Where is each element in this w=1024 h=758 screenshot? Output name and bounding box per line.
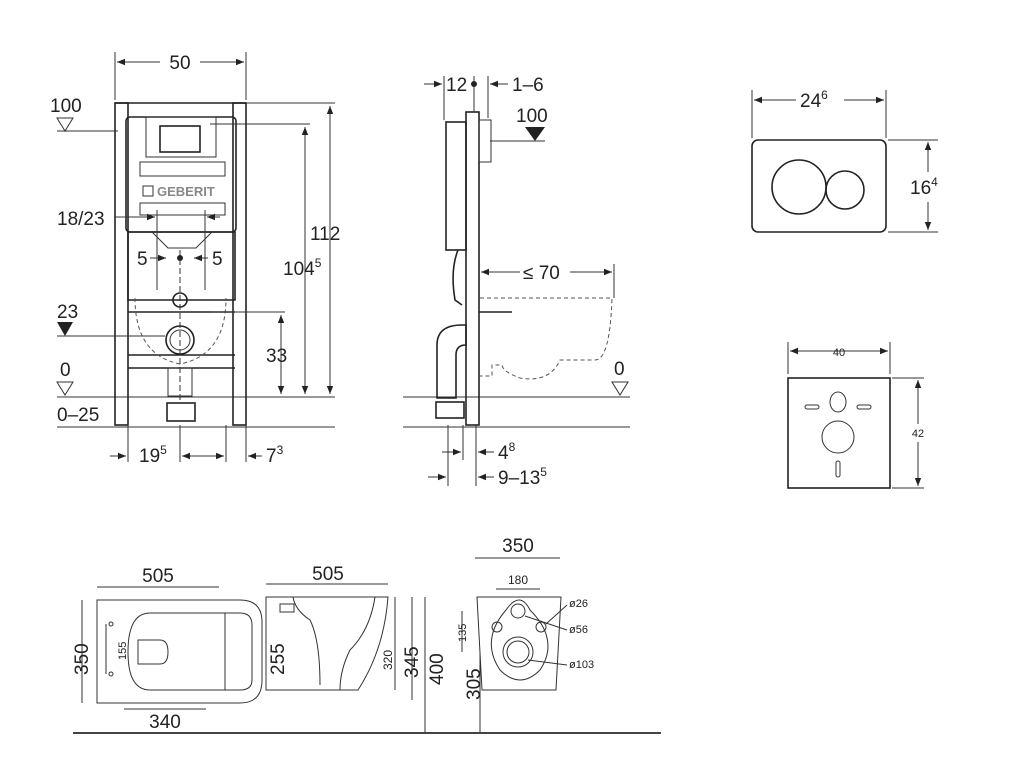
floor-level-label: 0	[614, 359, 625, 380]
fixing-spacing-dimension: 180	[508, 573, 528, 587]
floor-level-label: 0	[60, 360, 71, 381]
geberit-logo: GEBERIT	[157, 184, 215, 199]
plate-width-dimension: 246	[800, 88, 828, 112]
fixing-vertical-dimension: 135	[457, 624, 469, 642]
bowl-length-dimension: 505	[142, 566, 174, 587]
level-marker-icon	[56, 117, 74, 132]
bowl-outline	[480, 297, 613, 380]
bowl-side-view: 505 320 345 400	[265, 564, 448, 733]
pad-height-dimension: 42	[912, 428, 924, 440]
drain-height-dimension: 33	[266, 346, 287, 367]
flush-button-large	[771, 159, 827, 215]
bowl-width-dimension: 350	[72, 643, 93, 675]
bowl-side-length-dimension: 505	[312, 564, 344, 585]
rear-width-dimension: 350	[502, 536, 534, 557]
level-marker-icon	[56, 381, 74, 396]
geberit-logo-mark	[142, 185, 154, 197]
width-dimension: 50	[169, 53, 190, 74]
outlet-diameter-label: ø103	[569, 659, 594, 671]
seat-length-dimension: 340	[149, 712, 181, 733]
depth-dimension: 12	[446, 75, 467, 96]
cistern-side	[445, 121, 467, 251]
sound-insulation-pad: 40 42	[787, 342, 924, 489]
inlet-diameter-label: ø26	[569, 598, 588, 610]
mount-height-dimension: 400	[427, 653, 448, 685]
wall-gap-dimension: 1–6	[512, 75, 544, 96]
side-view: 12 1–6 100 ≤ 70 0 48 9–135	[403, 75, 630, 489]
level-100-label: 100	[516, 106, 548, 127]
seat-outline	[127, 612, 253, 691]
level-marker-filled-icon	[525, 127, 545, 141]
drain-level-label: 23	[57, 302, 78, 323]
pad-outline	[787, 377, 891, 489]
bowl-height-dimension: 345	[402, 646, 423, 678]
level-marker-icon	[611, 381, 629, 396]
floor-adjust-label: 0–25	[57, 405, 99, 426]
bowl-top-view: 155 505 350 255 340	[72, 566, 289, 733]
level-100-label: 100	[50, 96, 82, 117]
foot-offset-dimension: 73	[266, 443, 284, 467]
bowl-rear-view: 350 180 135 305 ø26 ø56 ø103	[457, 536, 594, 733]
actuator-box	[159, 125, 201, 153]
frame-depth-dimension: 48	[498, 440, 516, 464]
fixing-hole-left	[491, 621, 503, 633]
fixing-hole-right	[535, 621, 547, 633]
flush-button-small	[825, 170, 865, 210]
pad-width-dimension: 40	[833, 347, 845, 359]
offset-left-label: 5	[137, 249, 148, 270]
bowl-side-outline	[265, 596, 389, 691]
fixing-distance-dimension: 155	[117, 642, 129, 660]
front-view: GEBERIT 100 50 18/23 5 5	[50, 52, 340, 467]
bracket-spacing-label: 18/23	[57, 209, 105, 230]
total-height-dimension: 112	[310, 224, 340, 245]
flush-plate-outline	[751, 139, 887, 233]
actuation-height-dimension: 1045	[283, 256, 322, 280]
plate-height-dimension: 164	[910, 175, 938, 199]
drain-offset-dimension: 195	[139, 443, 167, 467]
seat-width-dimension: 255	[268, 643, 289, 675]
outlet-height-dimension: 305	[464, 668, 485, 700]
flush-plate: 246 164	[751, 88, 938, 233]
outlet-hole	[502, 636, 534, 668]
bowl-top-outline	[96, 599, 263, 704]
fixing-diameter-label: ø56	[569, 624, 588, 636]
bowl-projection-dimension: ≤ 70	[523, 263, 560, 284]
offset-right-label: 5	[212, 249, 223, 270]
inspection-opening	[145, 116, 217, 158]
inner-height-dimension: 320	[381, 650, 395, 670]
inlet-hole	[510, 603, 526, 619]
drain-elbow	[436, 324, 467, 399]
frame-profile	[465, 111, 480, 426]
level-marker-filled-icon	[57, 322, 73, 336]
drain-bend	[166, 402, 196, 422]
wall-range-dimension: 9–135	[498, 465, 547, 489]
